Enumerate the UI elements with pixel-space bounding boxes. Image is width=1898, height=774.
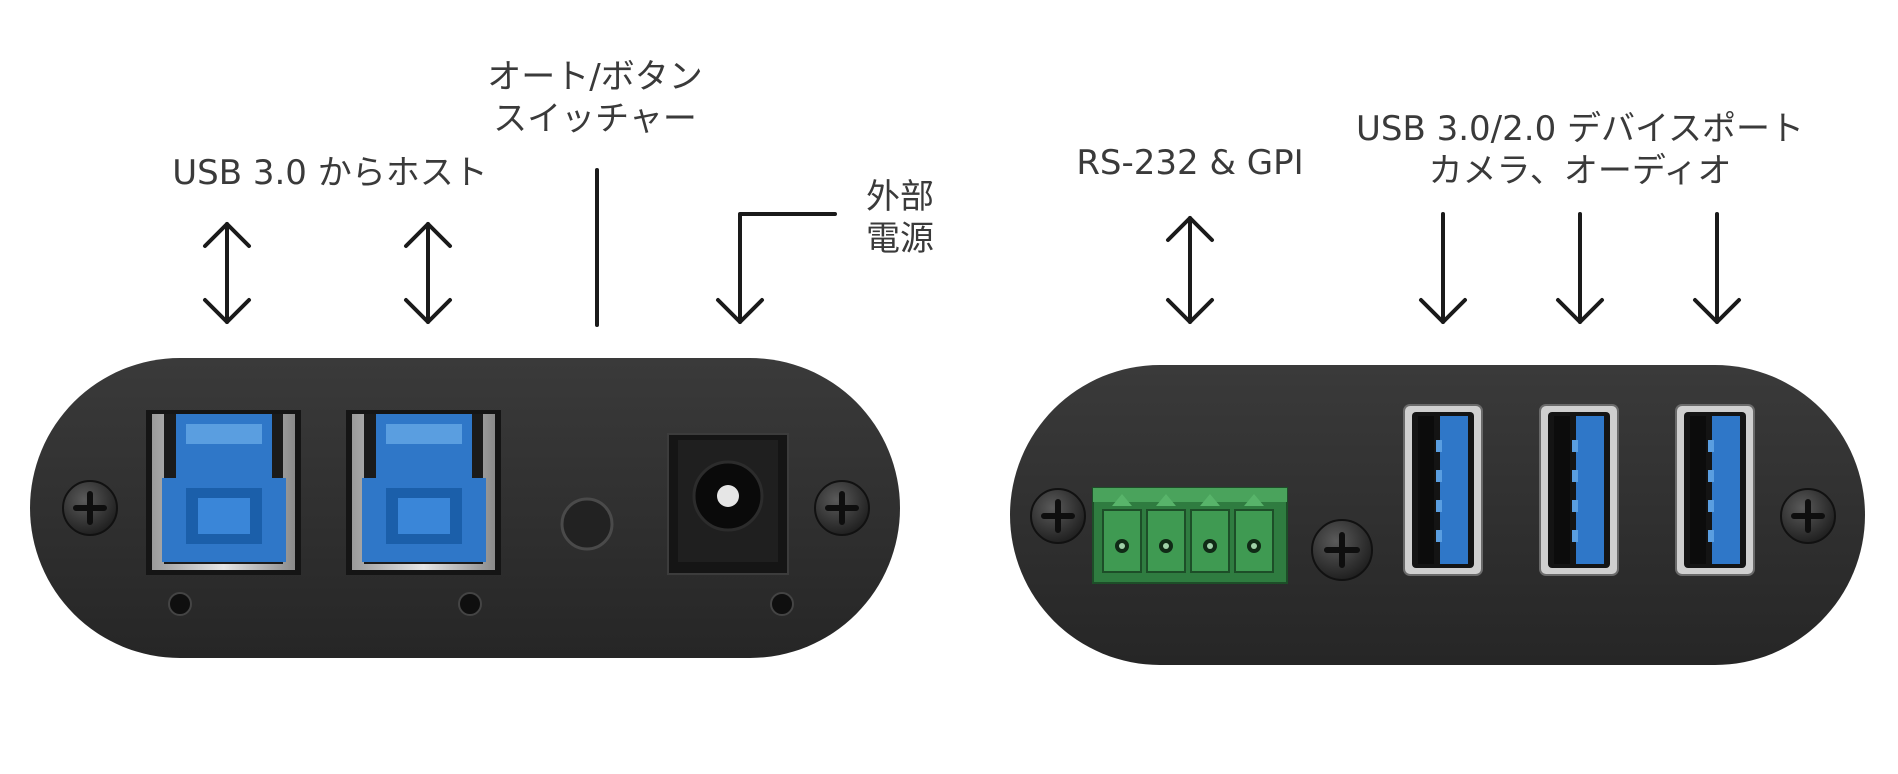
mounting-hole <box>458 592 482 616</box>
double-arrow-icon <box>404 222 452 324</box>
usb-a-port <box>1403 404 1483 576</box>
double-arrow-icon <box>203 222 251 324</box>
usb-a-port <box>1675 404 1755 576</box>
dc-power-jack <box>667 433 789 575</box>
screw-icon <box>814 480 870 536</box>
label-external-power: 外部 電源 <box>866 177 934 259</box>
terminal-block <box>1092 487 1288 584</box>
screw-icon <box>1780 488 1836 544</box>
label-rs232-gpi: RS-232 & GPI <box>1076 143 1304 183</box>
elbow-arrow-icon <box>716 212 837 324</box>
usb-a-port <box>1539 404 1619 576</box>
usb-b-port <box>346 410 501 575</box>
down-arrow-icon <box>1693 212 1741 324</box>
screw-icon <box>1311 519 1373 581</box>
label-auto-button-switcher: オート/ボタン スイッチャー <box>487 57 703 139</box>
switch-button-icon <box>560 497 614 551</box>
mounting-hole <box>770 592 794 616</box>
screw-icon <box>1030 488 1086 544</box>
down-arrow-icon <box>1419 212 1467 324</box>
down-arrow-icon <box>1556 212 1604 324</box>
double-arrow-icon <box>1166 216 1214 324</box>
label-usb-host: USB 3.0 からホスト <box>172 153 488 193</box>
label-usb-device-port: USB 3.0/2.0 デバイスポート カメラ、オーディオ <box>1356 109 1804 191</box>
mounting-hole <box>168 592 192 616</box>
right-panel <box>1010 365 1865 665</box>
left-panel <box>30 358 900 658</box>
usb-b-port <box>146 410 301 575</box>
screw-icon <box>62 480 118 536</box>
